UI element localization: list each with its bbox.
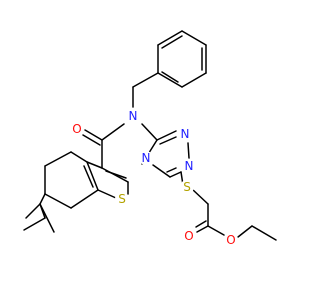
- oxygen-label: O: [72, 122, 81, 136]
- bond: [169, 171, 182, 178]
- sulfur-label: S: [118, 192, 126, 206]
- atom-o-ketone: O: [70, 122, 84, 136]
- bond: [159, 136, 177, 145]
- bond: [156, 130, 177, 141]
- oxygen-label: O: [226, 233, 235, 247]
- bond: [161, 35, 183, 49]
- bond: [101, 167, 129, 183]
- bond: [84, 129, 103, 141]
- bond: [86, 161, 103, 169]
- bond: [157, 30, 183, 46]
- atom-labels: N O N N N S S O: [70, 109, 238, 247]
- bond: [196, 225, 209, 233]
- bond: [97, 189, 117, 199]
- bond: [157, 72, 183, 88]
- bond: [237, 225, 253, 238]
- nitrogen-label: N: [185, 159, 194, 173]
- atom-n-triazole-2: N: [182, 159, 196, 173]
- sulfur-label: S: [183, 180, 191, 194]
- bond: [132, 72, 159, 88]
- bond: [39, 193, 46, 205]
- nitrogen-label: N: [129, 109, 138, 123]
- atom-n-triazole-1: N: [178, 127, 192, 141]
- bond: [181, 72, 207, 88]
- nitrogen-label: N: [181, 127, 190, 141]
- bond: [86, 161, 99, 191]
- bond: [141, 123, 158, 141]
- molecular-structure: N O N N N S S O: [23, 30, 277, 247]
- bond: [191, 188, 209, 205]
- bond: [161, 71, 179, 83]
- atom-o-ester-ether: O: [224, 233, 238, 247]
- oxygen-label: O: [184, 229, 193, 243]
- bond: [187, 142, 190, 159]
- bond: [83, 165, 94, 188]
- bond: [181, 30, 207, 46]
- bond: [82, 134, 101, 146]
- bond: [70, 189, 99, 209]
- bond: [105, 170, 127, 179]
- bond: [207, 225, 225, 236]
- bond: [25, 203, 41, 219]
- bond: [23, 217, 46, 231]
- bond: [251, 225, 277, 241]
- bond-lines: [23, 30, 277, 241]
- bond: [166, 167, 177, 173]
- bond: [44, 193, 72, 209]
- atom-s-thioether: S: [180, 180, 194, 194]
- atom-o-ester-carbonyl: O: [182, 229, 196, 243]
- bond: [70, 151, 88, 163]
- bond: [101, 123, 125, 141]
- atom-s-thiophene: S: [115, 192, 129, 206]
- bond: [152, 164, 171, 178]
- atom-n-bridge: N: [139, 151, 153, 165]
- bond: [39, 203, 55, 233]
- atom-n4: N: [126, 109, 140, 123]
- bond: [44, 151, 72, 167]
- nitrogen-label: N: [142, 151, 151, 165]
- bond: [195, 220, 207, 228]
